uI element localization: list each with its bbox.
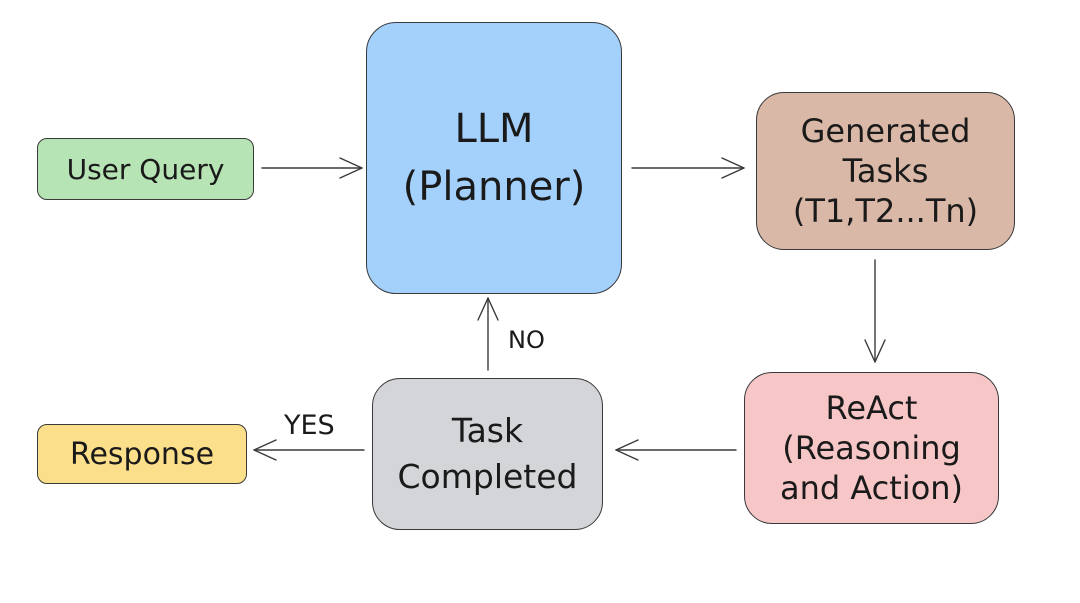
generated-tasks-line-1: Generated [800,112,971,150]
arrow-task-completed-to-response [253,439,365,461]
edge-label-yes: YES [284,410,335,441]
llm-line-1: LLM [454,106,534,152]
generated-tasks-line-3: (T1,T2...Tn) [792,192,979,230]
arrow-task-completed-to-llm [477,297,499,371]
response-node: Response [37,424,247,484]
task-completed-line-2: Completed [397,457,578,496]
arrow-generated-tasks-to-react [864,259,886,363]
generated-tasks-line-2: Tasks [842,152,929,190]
edge-label-no: NO [508,326,545,354]
arrow-llm-to-generated-tasks [631,157,745,179]
arrow-react-to-task-completed [615,439,737,461]
react-line-1: ReAct [825,389,918,427]
llm-line-2: (Planner) [402,164,586,210]
user-query-node: User Query [37,138,254,200]
user-query-label: User Query [66,152,225,186]
task-completed-node: Task Completed [372,378,603,530]
task-completed-line-1: Task [451,410,524,450]
arrow-user-query-to-llm [261,157,363,179]
react-line-3: and Action) [779,469,964,507]
generated-tasks-node: Generated Tasks (T1,T2...Tn) [756,92,1015,250]
react-node: ReAct (Reasoning and Action) [744,372,999,524]
react-line-2: (Reasoning [782,429,961,467]
llm-planner-node: LLM (Planner) [366,22,622,294]
response-label: Response [69,436,215,472]
